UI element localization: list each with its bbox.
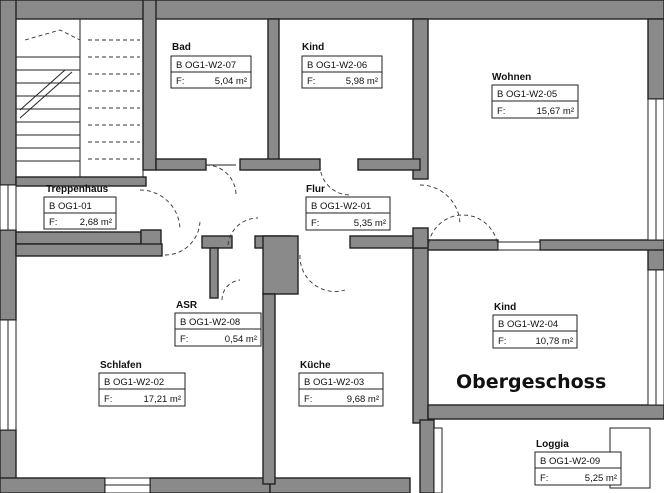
room-id: B OG1-W2-04 [498, 319, 558, 330]
room-kind-right: Kind B OG1-W2-04 F: 10,78 m² [492, 302, 578, 349]
room-name: Kind [302, 42, 324, 53]
room-id: B OG1-W2-05 [497, 89, 557, 100]
room-name: Wohnen [492, 72, 531, 83]
room-name: Flur [306, 184, 325, 195]
area-prefix: F: [497, 106, 505, 117]
room-id: B OG1-W2-09 [540, 456, 600, 467]
area-prefix: F: [540, 473, 548, 484]
room-name: Bad [172, 42, 191, 53]
area-prefix: F: [304, 394, 312, 405]
room-id: B OG1-W2-02 [104, 377, 164, 388]
room-flur: Flur B OG1-W2-01 F: 5,35 m² [305, 184, 391, 231]
area-prefix: F: [49, 217, 57, 228]
room-name: Schlafen [100, 360, 142, 371]
room-schlafen: Schlafen B OG1-W2-02 F: 17,21 m² [98, 360, 186, 407]
room-name: Kind [494, 302, 516, 313]
room-area: 2,68 m² [80, 217, 112, 228]
room-id: B OG1-01 [49, 201, 92, 212]
area-prefix: F: [307, 76, 315, 87]
room-id: B OG1-W2-01 [311, 201, 371, 212]
room-area: 9,68 m² [347, 394, 379, 405]
area-prefix: F: [176, 76, 184, 87]
room-name: Loggia [536, 439, 569, 450]
room-name: ASR [176, 300, 198, 311]
room-kind-top: Kind B OG1-W2-06 F: 5,98 m² [301, 42, 383, 89]
room-asr: ASR B OG1-W2-08 F: 0,54 m² [174, 300, 262, 347]
area-prefix: F: [311, 218, 319, 229]
room-area: 15,67 m² [537, 106, 575, 117]
room-area: 5,04 m² [215, 76, 247, 87]
room-bad: Bad B OG1-W2-07 F: 5,04 m² [170, 42, 252, 89]
area-prefix: F: [180, 334, 188, 345]
room-area: 5,35 m² [354, 218, 386, 229]
room-id: B OG1-W2-06 [307, 60, 367, 71]
room-area: 17,21 m² [144, 394, 182, 405]
area-prefix: F: [104, 394, 112, 405]
room-loggia: Loggia B OG1-W2-09 F: 5,25 m² [534, 439, 622, 486]
room-area: 5,98 m² [346, 76, 378, 87]
door-swings [139, 164, 499, 301]
area-prefix: F: [498, 336, 506, 347]
plan-title: Obergeschoss [456, 371, 606, 393]
room-kueche: Küche B OG1-W2-03 F: 9,68 m² [298, 360, 384, 407]
room-area: 0,54 m² [225, 334, 257, 345]
room-id: B OG1-W2-08 [180, 317, 240, 328]
windows [0, 98, 664, 493]
room-wohnen: Wohnen B OG1-W2-05 F: 15,67 m² [491, 72, 579, 119]
room-treppenhaus: Treppenhaus B OG1-01 F: 2,68 m² [43, 184, 117, 230]
room-area: 5,25 m² [585, 473, 617, 484]
room-area: 10,78 m² [536, 336, 574, 347]
room-name: Küche [300, 360, 331, 371]
room-id: B OG1-W2-03 [304, 377, 364, 388]
staircase [15, 18, 144, 178]
room-name: Treppenhaus [46, 184, 109, 195]
room-id: B OG1-W2-07 [176, 60, 236, 71]
